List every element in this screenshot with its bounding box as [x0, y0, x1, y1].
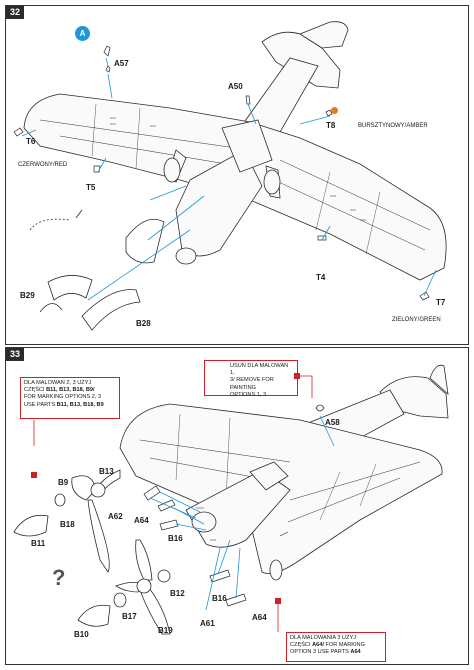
- a57-antenna-part: [103, 45, 111, 73]
- part-a64-top-label: A64: [134, 516, 149, 525]
- windscreen-b29: [39, 275, 93, 313]
- question-mark: ?: [52, 565, 66, 590]
- part-t4-label: T4: [316, 273, 326, 282]
- note-top-line1: USUŃ DLA MALOWAŃ 1,: [230, 363, 289, 377]
- step-32-panel: 32: [5, 5, 469, 345]
- remove-note-top: USUŃ DLA MALOWAŃ 1, 3/ REMOVE FOR PAINTI…: [204, 360, 298, 398]
- a50-part: [245, 95, 251, 105]
- part-a64-bottom-label: A64: [252, 613, 267, 622]
- note-left-line4: USE PARTS B11, B13, B18, B9: [24, 401, 104, 408]
- part-a61-label: A61: [200, 619, 215, 628]
- green-color-label: ZIELONY/GREEN: [392, 317, 441, 323]
- part-a62-label: A62: [108, 512, 123, 521]
- aircraft-top-drawing: [119, 364, 449, 581]
- part-a50-label: A50: [228, 82, 243, 91]
- note-bottom-line3: OPTION 3 USE PARTS A64: [290, 649, 361, 656]
- part-b28-label: B28: [136, 319, 151, 328]
- note-bottom-line1: DLA MALOWANIA 3 UŻYJ: [290, 635, 357, 641]
- part-t5-label: T5: [86, 183, 96, 192]
- note-left-line2: CZĘŚCI B11, B13, B18, B9/: [24, 387, 95, 394]
- note-left-line1: DLA MALOWAŃ 2, 3 UŻYJ: [24, 380, 92, 386]
- part-b12-label: B12: [170, 589, 185, 598]
- part-b19-label: B19: [158, 626, 173, 635]
- part-b16-top-label: B16: [168, 534, 183, 543]
- part-b10-label: B10: [74, 630, 89, 639]
- propeller-set-lower: [77, 539, 171, 635]
- part-a57-label: A57: [114, 59, 129, 68]
- part-b17-label: B17: [122, 612, 137, 621]
- step-33-panel: 33: [5, 347, 469, 665]
- note-left-anchor: [31, 472, 37, 478]
- note-top-line2: 3/ REMOVE FOR PAINTING: [230, 377, 274, 391]
- aircraft-underside-drawing: [23, 21, 447, 281]
- part-b13-label: B13: [99, 467, 114, 476]
- note-top-anchor: [294, 373, 300, 379]
- part-a58-label: A58: [325, 418, 340, 427]
- step-number: 32: [6, 6, 24, 19]
- note-bottom-line2: CZĘŚCI A64/ FOR MARKING: [290, 642, 365, 649]
- canopy-b28: [81, 289, 141, 331]
- note-top-line3: OPTIONS 1, 3: [230, 391, 267, 398]
- amber-color-label: BURSZTYNOWY/AMBER: [358, 123, 428, 129]
- note-bottom-anchor: [275, 598, 281, 604]
- part-b9-label: B9: [58, 478, 69, 487]
- note-left-line3: FOR MARKING OPTIONS 2, 3: [24, 394, 102, 401]
- red-color-label: CZERWONY/RED: [18, 162, 68, 168]
- marking-option-3-note: DLA MALOWANIA 3 UŻYJ CZĘŚCI A64/ FOR MAR…: [286, 632, 386, 662]
- part-t6-label: T6: [26, 137, 36, 146]
- leader-lines-33: [149, 415, 335, 611]
- leader-lines-32: [21, 57, 437, 301]
- marking-options-note-left: DLA MALOWAŃ 2, 3 UŻYJ CZĘŚCI B11, B13, B…: [20, 377, 120, 419]
- part-t7-label: T7: [436, 298, 446, 307]
- part-b29-label: B29: [20, 291, 35, 300]
- part-b18-label: B18: [60, 520, 75, 529]
- callout-a-marker: A: [75, 26, 90, 41]
- part-t8-label: T8: [326, 121, 336, 130]
- door-part: [29, 209, 165, 264]
- part-b16-bottom-label: B16: [212, 594, 227, 603]
- propeller-set-upper: [13, 469, 121, 573]
- step-number: 33: [6, 348, 24, 361]
- note-connectors: [33, 375, 313, 632]
- part-b11-label: B11: [31, 539, 46, 548]
- amber-color-dot: [331, 107, 338, 114]
